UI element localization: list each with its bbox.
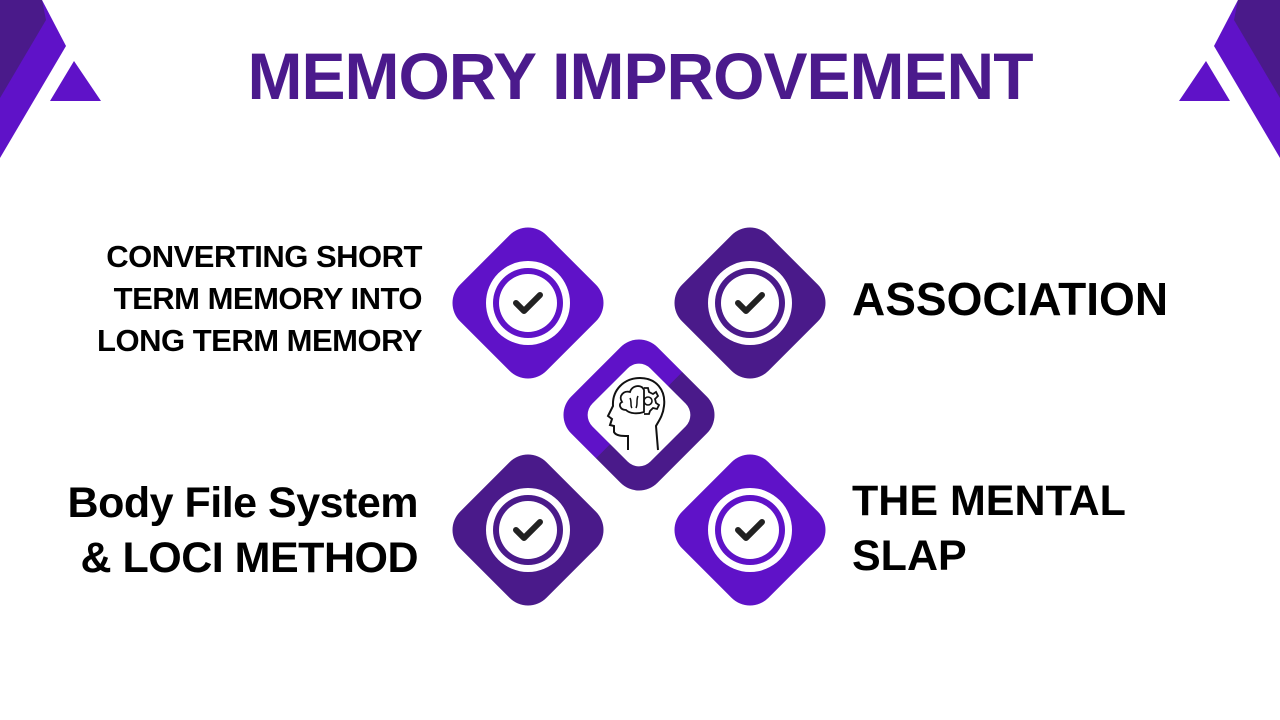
label-line: ASSOCIATION xyxy=(852,273,1169,325)
item-label-association: ASSOCIATION xyxy=(852,272,1168,326)
label-line: CONVERTING SHORT xyxy=(106,239,422,274)
corner-decoration-right xyxy=(1179,0,1280,158)
label-line: Body File System xyxy=(67,479,419,527)
check-icon xyxy=(708,488,792,572)
label-line: & LOCI METHOD xyxy=(80,534,419,582)
label-line: LONG TERM MEMORY xyxy=(97,323,422,358)
check-icon xyxy=(486,261,570,345)
label-line: SLAP xyxy=(852,532,967,580)
item-label-mental-slap: THE MENTAL SLAP xyxy=(852,474,1126,584)
corner-decoration-left xyxy=(0,0,101,158)
check-icon xyxy=(486,488,570,572)
check-icon xyxy=(708,261,792,345)
item-label-body-file-system: Body File System & LOCI METHOD xyxy=(67,476,419,586)
label-line: THE MENTAL xyxy=(852,477,1126,525)
item-label-short-to-long-term: CONVERTING SHORT TERM MEMORY INTO LONG T… xyxy=(97,236,422,362)
brain-head-icon xyxy=(606,376,666,451)
page-title: MEMORY IMPROVEMENT xyxy=(247,39,1033,113)
label-line: TERM MEMORY INTO xyxy=(113,281,423,316)
